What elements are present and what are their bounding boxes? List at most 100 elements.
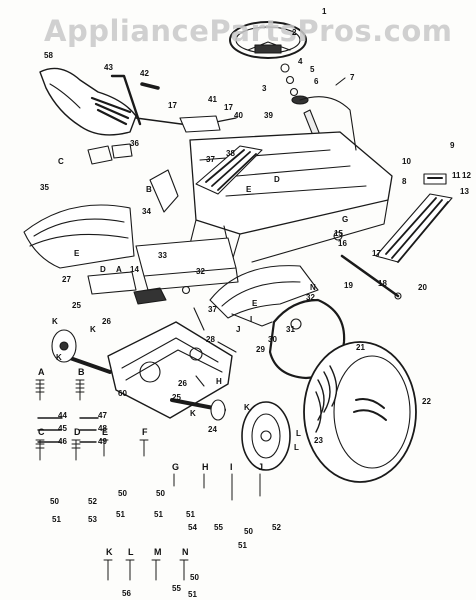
- callout-28: 28: [206, 335, 215, 344]
- callout-30: 30: [268, 335, 277, 344]
- callout-19: 19: [344, 281, 353, 290]
- footrest-right: [375, 193, 453, 263]
- fastener-label-l: L: [128, 547, 134, 557]
- fender-left: [23, 204, 135, 269]
- callout-25b: 25: [172, 393, 181, 402]
- callout-49: 49: [98, 437, 107, 446]
- footrest-left: [195, 145, 263, 195]
- callout-3: 3: [262, 84, 267, 93]
- callout-50c: 50: [156, 489, 165, 498]
- callout-4: 4: [298, 57, 303, 66]
- callout-17b: 17: [224, 103, 233, 112]
- callout-2: 2: [292, 28, 297, 37]
- fastener-label-f: F: [142, 427, 148, 437]
- callout-20: 20: [418, 283, 427, 292]
- callout-32a: 32: [196, 267, 205, 276]
- callout-23: 23: [314, 436, 323, 445]
- marker-l2: L: [294, 443, 299, 452]
- callout-18: 18: [378, 279, 387, 288]
- callout-32b: 32: [306, 293, 315, 302]
- callout-8: 8: [402, 177, 407, 186]
- callout-36: 36: [130, 139, 139, 148]
- brackets: [87, 115, 221, 305]
- callout-15: 15: [334, 229, 343, 238]
- callout-50e: 50: [190, 573, 199, 582]
- callout-41: 41: [208, 95, 217, 104]
- callout-51a: 51: [52, 515, 61, 524]
- left-hub: [51, 329, 77, 363]
- callout-50b: 50: [118, 489, 127, 498]
- callout-17c: 17: [372, 249, 381, 258]
- callout-52a: 52: [88, 497, 97, 506]
- callout-12: 12: [462, 171, 471, 180]
- callout-5: 5: [310, 65, 315, 74]
- fastener-label-d: D: [74, 427, 81, 437]
- callout-7: 7: [350, 73, 355, 82]
- callout-34: 34: [142, 207, 151, 216]
- callout-10: 10: [402, 157, 411, 166]
- rod: [340, 254, 402, 300]
- callout-48: 48: [98, 424, 107, 433]
- callout-46: 46: [58, 437, 67, 446]
- steering-wheel: [229, 21, 307, 59]
- callout-47: 47: [98, 411, 107, 420]
- callout-35: 35: [40, 183, 49, 192]
- watermark: AppliancePartsPros.com: [44, 14, 453, 48]
- marker-j: J: [236, 325, 241, 334]
- callout-17a: 17: [168, 101, 177, 110]
- marker-e1: E: [246, 185, 252, 194]
- tire: [303, 341, 417, 483]
- callout-51b: 51: [116, 510, 125, 519]
- pedal-top: [423, 173, 447, 185]
- marker-a: A: [116, 265, 122, 274]
- callout-33: 33: [158, 251, 167, 260]
- callout-1: 1: [322, 7, 327, 16]
- fender-right: [209, 265, 319, 319]
- callout-29: 29: [256, 345, 265, 354]
- callout-11: 11: [452, 171, 461, 180]
- fastener-label-h: H: [202, 462, 209, 472]
- callout-39: 39: [264, 111, 273, 120]
- callout-13: 13: [460, 187, 469, 196]
- marker-g: G: [342, 215, 349, 224]
- marker-i: I: [250, 315, 253, 324]
- callout-37b: 37: [208, 305, 217, 314]
- marker-d1: D: [274, 175, 280, 184]
- callout-45: 45: [58, 424, 67, 433]
- callout-51e: 51: [238, 541, 247, 550]
- callout-26a: 26: [102, 317, 111, 326]
- callout-40: 40: [234, 111, 243, 120]
- callout-55a: 55: [214, 523, 223, 532]
- callout-26b: 26: [178, 379, 187, 388]
- callout-52b: 52: [272, 523, 281, 532]
- callout-25a: 25: [72, 301, 81, 310]
- callout-9: 9: [450, 141, 455, 150]
- fastener-label-g: G: [172, 462, 180, 472]
- marker-k3: K: [90, 325, 96, 334]
- steering-column: [280, 63, 346, 144]
- callout-24: 24: [208, 425, 217, 434]
- marker-k2: K: [56, 353, 62, 362]
- callout-22: 22: [422, 397, 431, 406]
- seat: [39, 67, 137, 136]
- small-parts: [181, 231, 343, 387]
- callout-42: 42: [140, 69, 149, 78]
- fastener-label-j: J: [258, 462, 264, 472]
- callout-16: 16: [338, 239, 347, 248]
- callout-43: 43: [104, 63, 113, 72]
- callout-55b: 55: [172, 584, 181, 593]
- fastener-label-i: I: [230, 462, 233, 472]
- drive-belt: [268, 298, 346, 380]
- wheel-rim: [241, 401, 291, 471]
- fastener-label-c: C: [38, 427, 45, 437]
- callout-38: 38: [226, 149, 235, 158]
- marker-d2: D: [100, 265, 106, 274]
- callout-54: 54: [188, 523, 197, 532]
- fastener-label-a: A: [38, 367, 45, 377]
- callout-53: 53: [88, 515, 97, 524]
- transmission: [68, 321, 233, 419]
- fastener-label-b: B: [78, 367, 85, 377]
- callout-37a: 37: [206, 155, 215, 164]
